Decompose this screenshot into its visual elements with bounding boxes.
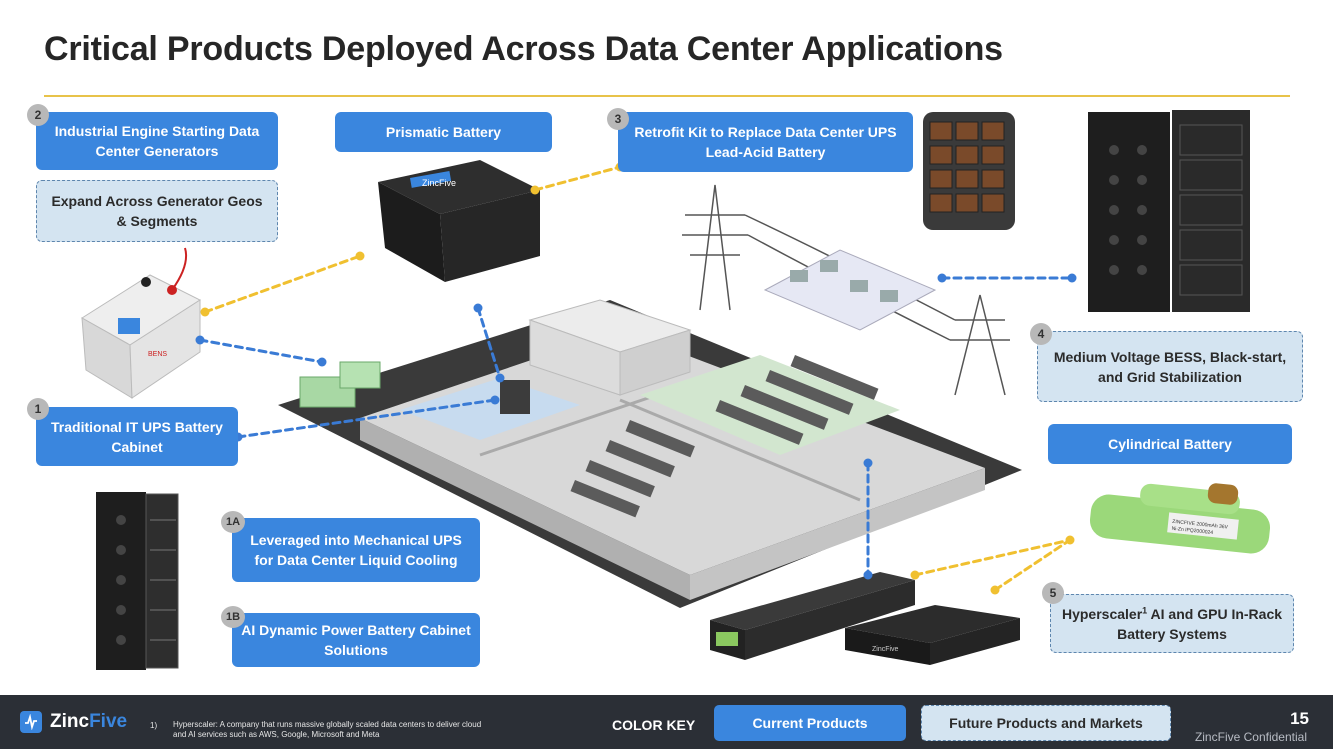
footer-bar: ZincFive 1) Hyperscaler: A company that … xyxy=(0,695,1333,749)
prismatic-battery-image xyxy=(378,160,540,282)
battery-cabinet-image xyxy=(96,492,179,670)
generator-battery-brand: BENS xyxy=(148,351,167,358)
cylindrical-battery-image xyxy=(1089,483,1271,554)
callout-text: Leveraged into Mechanical UPS for Data C… xyxy=(250,532,462,568)
zincfive-logo: ZincFive xyxy=(20,711,127,733)
title-underline xyxy=(44,95,1290,97)
callout-text: Hyperscaler1 AI and GPU In-Rack Battery … xyxy=(1061,604,1283,642)
callout-expand-generator-geos: Expand Across Generator Geos & Segments xyxy=(36,180,278,242)
callout-text: Industrial Engine Starting Data Center G… xyxy=(54,123,260,159)
callout-text: Retrofit Kit to Replace Data Center UPS … xyxy=(634,124,897,160)
callout-badge-2: 2 xyxy=(27,104,49,126)
callout-text: Traditional IT UPS Battery Cabinet xyxy=(51,418,223,455)
callout-medium-voltage-bess: Medium Voltage BESS, Black-start, and Gr… xyxy=(1037,331,1303,402)
server-racks xyxy=(500,354,879,518)
data-center-building xyxy=(278,299,1022,608)
confidential-label: ZincFive Confidential xyxy=(1194,730,1307,744)
callout-text: AI Dynamic Power Battery Cabinet Solutio… xyxy=(241,622,471,658)
logo-text-zinc: Zinc xyxy=(50,711,90,732)
retrofit-kit-image xyxy=(923,112,1015,230)
page-number: 15 xyxy=(1290,709,1309,728)
cell-label-1: ZINCFIVE 2000mAh 36V xyxy=(1172,519,1229,531)
color-key-current: Current Products xyxy=(714,705,906,741)
bess-substation xyxy=(763,249,937,331)
logo-text-five: Five xyxy=(89,711,128,732)
callout-badge-1: 1 xyxy=(27,398,49,420)
callout-traditional-it-ups: Traditional IT UPS Battery Cabinet xyxy=(36,407,238,466)
page-title: Critical Products Deployed Across Data C… xyxy=(44,30,1003,68)
callout-text: Prismatic Battery xyxy=(385,124,502,140)
ups-cabinet-image xyxy=(1088,110,1250,312)
callout-hyperscaler-in-rack: Hyperscaler1 AI and GPU In-Rack Battery … xyxy=(1050,594,1294,653)
footnote-number: 1) xyxy=(150,721,158,730)
callout-text: Medium Voltage BESS, Black-start, and Gr… xyxy=(1053,348,1287,385)
callout-badge-4: 4 xyxy=(1030,323,1052,345)
prismatic-battery-brand: ZincFive xyxy=(422,178,456,188)
callout-ai-dynamic-power: AI Dynamic Power Battery Cabinet Solutio… xyxy=(232,613,480,667)
callout-badge-1a: 1A xyxy=(221,511,245,533)
footnote-text: Hyperscaler: A company that runs massive… xyxy=(173,720,482,739)
color-key-label: COLOR KEY xyxy=(612,717,696,733)
callout-industrial-engine-starting: Industrial Engine Starting Data Center G… xyxy=(36,112,278,170)
callout-prismatic-battery: Prismatic Battery xyxy=(335,112,552,152)
callout-badge-3: 3 xyxy=(607,108,629,130)
callout-badge-1b: 1B xyxy=(221,606,245,628)
callout-mechanical-ups-liquid-cooling: Leveraged into Mechanical UPS for Data C… xyxy=(232,518,480,582)
callout-text: Expand Across Generator Geos & Segments xyxy=(51,193,263,229)
callout-badge-5: 5 xyxy=(1042,582,1064,604)
connector-lines xyxy=(198,165,1074,592)
callout-cylindrical-battery: Cylindrical Battery xyxy=(1048,424,1292,464)
cell-label-2: Ni-Zn IPQ2000024 xyxy=(1171,526,1213,536)
data-center-illustration: ZincFive BENS xyxy=(81,110,1271,670)
callout-retrofit-kit: Retrofit Kit to Replace Data Center UPS … xyxy=(618,112,913,172)
zincfive-logo-icon xyxy=(20,711,42,733)
color-key-future: Future Products and Markets xyxy=(921,705,1171,741)
in-rack-battery-brand: ZincFive xyxy=(872,646,899,653)
in-rack-battery-image xyxy=(710,572,1020,665)
generator-battery-image xyxy=(81,247,202,399)
callout-text: Cylindrical Battery xyxy=(1108,436,1232,452)
